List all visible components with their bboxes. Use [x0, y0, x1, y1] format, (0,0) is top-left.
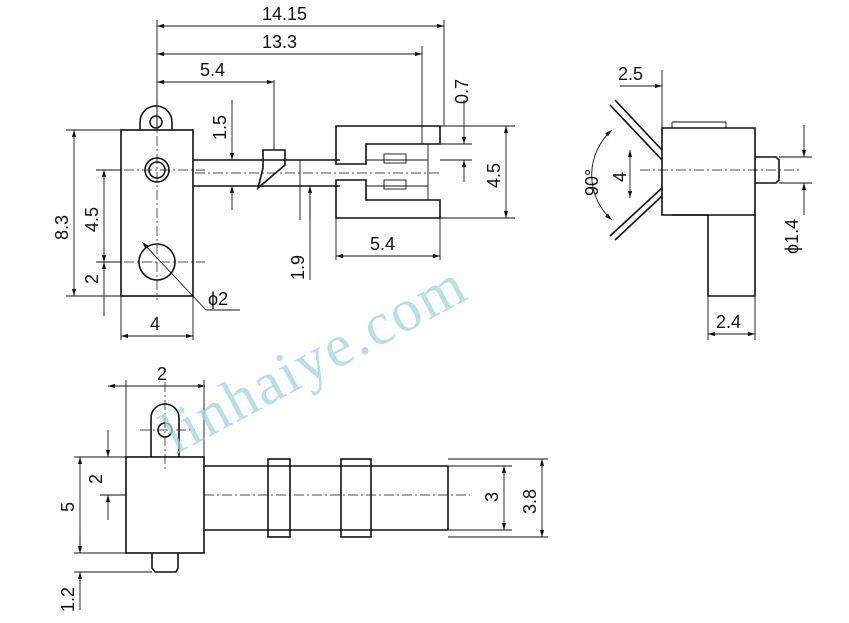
dim-angle: 90°	[582, 169, 602, 196]
dim-bar-width: 3	[482, 492, 502, 502]
dim-pin-length: 1.2	[58, 587, 78, 612]
dim-pin-diameter: ϕ1.4	[782, 219, 802, 254]
dim-hole-bottom: 2	[82, 274, 102, 284]
watermark: linhaiye.com	[150, 251, 477, 467]
dim-inner-offset: 2	[86, 474, 106, 484]
dim-top-width: 2.5	[618, 64, 643, 84]
dim-overall-length: 14.15	[262, 4, 307, 24]
dim-lever-height: 1.5	[210, 115, 230, 140]
dim-terminal-length: 5.4	[370, 234, 395, 254]
top-view: 14.15 13.3 5.4 1.5 0.7 8.3 4.5 2 4 ϕ2 1.…	[52, 4, 515, 340]
dim-base-width: 2.4	[716, 312, 741, 332]
dim-lever-offset: 5.4	[200, 60, 225, 80]
dim-tab-width: 2	[157, 364, 167, 384]
dim-length-to-slot: 13.3	[262, 32, 297, 52]
dim-hole-diameter: ϕ2	[208, 289, 228, 309]
dim-body-height: 5	[58, 502, 78, 512]
dim-hole-spacing: 4.5	[82, 207, 102, 232]
dim-terminal-spacing: 4.5	[484, 163, 504, 188]
dim-terminal-offset: 1.9	[288, 255, 308, 280]
dim-body-width: 4	[150, 314, 160, 334]
dim-terminal-gap: 0.7	[452, 79, 472, 104]
dim-height-total: 8.3	[52, 215, 72, 240]
dim-bar-outer: 3.8	[520, 489, 540, 514]
bottom-view: 2 5 2 1.2 3 3.8	[58, 364, 548, 612]
side-view: 2.5 90° 4 ϕ1.4 2.4	[582, 64, 812, 340]
dim-inner-height: 4	[610, 172, 630, 182]
